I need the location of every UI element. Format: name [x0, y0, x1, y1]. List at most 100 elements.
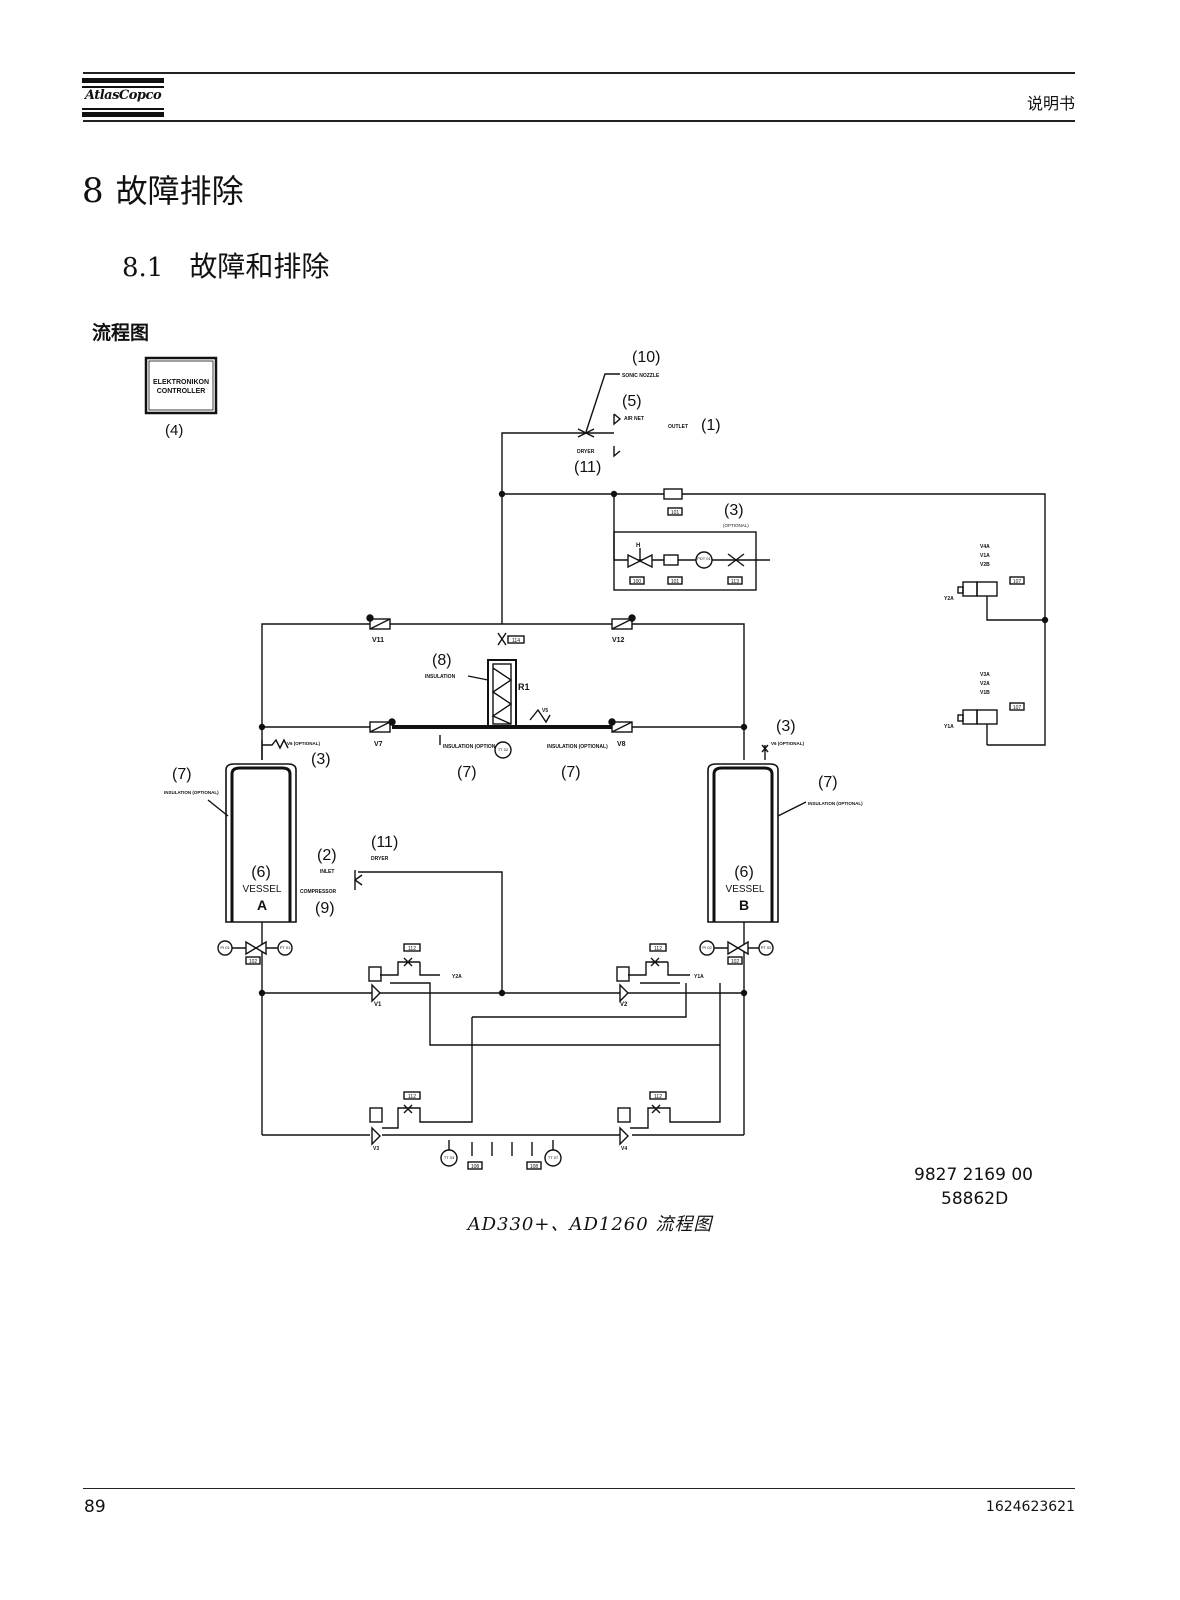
- ref-4: (4): [165, 422, 183, 439]
- ref-3-left: (3): [311, 751, 331, 768]
- ref-7-left: (7): [172, 766, 192, 783]
- footer-rule: [83, 1488, 1075, 1489]
- pi-01: PI 01: [220, 945, 230, 950]
- v2-label: V2: [620, 1002, 628, 1008]
- ref-11-top: (11): [574, 459, 601, 476]
- pt-01: PT 01: [280, 945, 291, 950]
- tag-107a: 107: [1013, 579, 1022, 585]
- optional-small-label: (OPTIONAL): [723, 523, 749, 528]
- solenoid-valve-top: V4A V1A V2B Y2A 107: [944, 544, 1045, 621]
- solenoid-valve-bottom: V3A V2A V1B Y1A 107: [944, 672, 1025, 745]
- valve-stack-top-1: V4A: [980, 544, 990, 550]
- ref-1: (1): [701, 417, 721, 434]
- atlas-copco-logo: AtlasCopco: [82, 78, 164, 118]
- insulation-optional-right: INSULATION (OPTIONAL): [547, 744, 608, 750]
- outlet-label: OUTLET: [668, 424, 688, 430]
- tag-108b: 108: [530, 1164, 539, 1170]
- ref-11-mid: (11): [371, 834, 398, 851]
- v7-label: V7: [374, 741, 383, 748]
- v1-label: V1: [374, 1002, 382, 1008]
- ref-3-optional: (3): [724, 502, 744, 519]
- vessel-b-letter: B: [739, 897, 749, 913]
- r1-label: R1: [518, 682, 530, 692]
- v12-label: V12: [612, 637, 625, 644]
- section-title: 故障和排除: [189, 250, 330, 283]
- ref-6-a: (6): [251, 864, 271, 881]
- manual-label: 说明书: [1026, 94, 1075, 113]
- ref-9: (9): [315, 900, 335, 917]
- v4-label: V4: [621, 1146, 627, 1152]
- pdt-01: PDT 01: [697, 556, 711, 561]
- v5-label: V5: [542, 708, 548, 714]
- air-net-label: AIR NET: [624, 416, 644, 422]
- tag-101a: 101: [671, 510, 680, 516]
- valve-stack-bottom-2: V2A: [980, 681, 990, 687]
- tt-02: TT 02: [498, 747, 509, 752]
- insulation-optional-vessel-b: INSULATION (OPTIONAL): [808, 801, 863, 806]
- v6-optional-left: V6 (OPTIONAL): [287, 741, 321, 746]
- tag-114: 114: [512, 638, 520, 644]
- vessel-a: (6) VESSEL A: [225, 763, 297, 923]
- ref-7-mid-right: (7): [561, 764, 581, 781]
- tag-112a: 112: [408, 946, 416, 952]
- insulation-label: INSULATION: [425, 674, 456, 680]
- subsection-title: 流程图: [92, 322, 150, 344]
- compressor-label: COMPRESSOR: [300, 889, 337, 895]
- v3-label: V3: [373, 1146, 379, 1152]
- vessel-a-label: VESSEL: [243, 884, 282, 895]
- ref-8: (8): [432, 652, 452, 669]
- tag-112d: 112: [654, 1094, 662, 1100]
- ref-3-right: (3): [776, 718, 796, 735]
- chapter-heading: 8 故障排除: [82, 166, 244, 212]
- y2a-bottom-label: Y2A: [452, 974, 462, 980]
- tt-03: TT 03: [444, 1155, 455, 1160]
- vessel-a-letter: A: [257, 897, 267, 913]
- figure-number-2: 58862D: [941, 1189, 1009, 1209]
- ref-6-b: (6): [734, 864, 754, 881]
- v8-label: V8: [617, 741, 626, 748]
- ref-5: (5): [622, 393, 642, 410]
- ref-7-mid-left: (7): [457, 764, 477, 781]
- controller-box: ELEKTRONIKON CONTROLLER: [144, 356, 218, 415]
- tag-100: 100: [633, 579, 642, 585]
- inlet-label: INLET: [320, 869, 334, 875]
- vessel-b-label: VESSEL: [726, 884, 765, 895]
- v11-label: V11: [372, 637, 384, 644]
- tag-112c: 112: [408, 1094, 416, 1100]
- valve-stack-top-2: V1A: [980, 553, 990, 559]
- y1a-label: Y1A: [944, 724, 954, 730]
- ref-2: (2): [317, 847, 337, 864]
- dryer-mid-label: DRYER: [371, 856, 389, 862]
- pt-02: PT 02: [761, 945, 772, 950]
- insulation-optional-vessel-a: INSULATION (OPTIONAL): [164, 790, 219, 795]
- header-rule-top: [83, 72, 1075, 74]
- dryer-top-label: DRYER: [577, 449, 595, 455]
- tag-107b: 107: [1013, 705, 1022, 711]
- figure-caption: AD330+、AD1260 流程图: [467, 1214, 713, 1235]
- tag-108a: 108: [471, 1164, 480, 1170]
- chapter-number: 8: [82, 171, 104, 211]
- insulation-optional-left: INSULATION (OPTIONAL): [443, 744, 504, 750]
- tag-101b: 101: [671, 579, 680, 585]
- tag-102a: 102: [249, 959, 258, 965]
- ref-7-right: (7): [818, 774, 838, 791]
- tt-07: TT 07: [548, 1155, 559, 1160]
- tag-113: 113: [731, 579, 739, 585]
- controller-label-1: ELEKTRONIKON: [153, 379, 209, 386]
- valve-stack-top-3: V2B: [980, 562, 990, 568]
- controller-label-2: CONTROLLER: [157, 388, 206, 395]
- chapter-title: 故障排除: [115, 172, 244, 210]
- logo-text: AtlasCopco: [84, 88, 162, 103]
- tag-102b: 102: [731, 959, 740, 965]
- ref-10: (10): [632, 349, 660, 366]
- document-number: 1624623621: [985, 1499, 1075, 1515]
- y2a-label: Y2A: [944, 596, 954, 602]
- valve-stack-bottom-3: V1B: [980, 690, 990, 696]
- h-mark: H: [636, 543, 640, 549]
- v6-optional-right: V6 (OPTIONAL): [771, 741, 805, 746]
- pi-02: PI 02: [702, 945, 712, 950]
- valve-stack-bottom-1: V3A: [980, 672, 990, 678]
- header-rule-bottom: [83, 120, 1075, 122]
